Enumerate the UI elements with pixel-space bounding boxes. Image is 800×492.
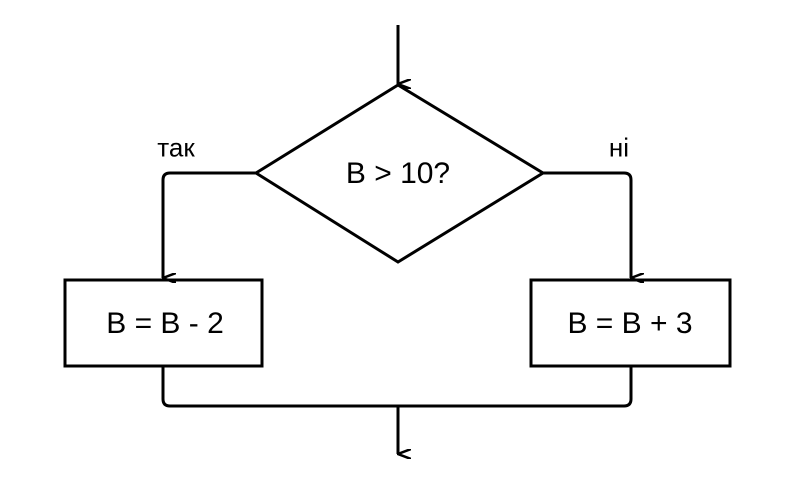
- no-action-text: B = B + 3: [567, 307, 693, 340]
- yes-action-text: B = B - 2: [106, 307, 224, 340]
- decision-diamond: [253, 83, 546, 264]
- no-label: ні: [608, 132, 630, 163]
- merge-line: [161, 366, 633, 408]
- condition-text: B > 10?: [345, 157, 451, 190]
- yes-label: так: [157, 132, 195, 163]
- yes-branch-arrow: [161, 171, 256, 278]
- no-branch-arrow: [543, 171, 631, 278]
